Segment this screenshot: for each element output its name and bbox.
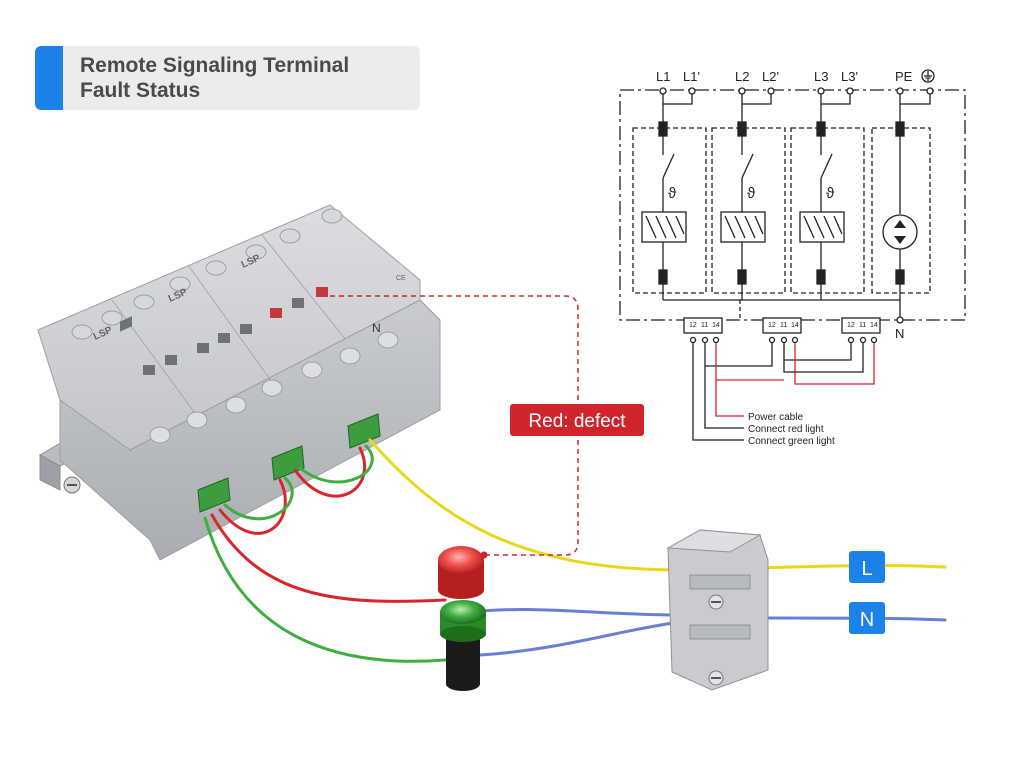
line-badge-n: N [849,602,885,634]
title-accent-bar [35,46,63,110]
svg-text:12: 12 [847,322,855,329]
n-terminal-marking: N [372,321,381,335]
defect-callout: Red: defect [330,295,644,559]
earth-symbol-icon [921,69,935,83]
schematic-frame [619,89,966,321]
terminal-label-l3: L3 [814,69,828,84]
terminal-block [666,529,769,691]
thermal-symbol: ϑ [826,185,835,202]
legend-power-cable: Power cable [748,412,803,423]
wire-blue-lamp [478,620,682,657]
module-2: ϑ [711,87,786,300]
contact-block-3: 12 11 14 [841,317,881,344]
terminal-label-l1: L1 [656,69,670,84]
signal-wiring [692,343,875,441]
svg-text:14: 14 [791,322,799,329]
wire-green-link-1 [223,476,294,521]
terminal-label-l2: L2 [735,69,749,84]
wire-red-lamp [210,513,447,603]
neutral-label: N [895,326,904,341]
line-badge-l: L [849,551,885,583]
status-windows [120,287,328,375]
svg-text:14: 14 [712,322,720,329]
wire-green-link-2 [298,444,374,484]
title-line-2: Fault Status [80,79,201,102]
svg-text:11: 11 [780,322,787,329]
svg-text:12: 12 [689,322,697,329]
green-terminal-connectors [197,413,381,513]
svg-text:14: 14 [870,322,878,329]
line-label-l: L [861,558,872,580]
legend-red-light: Connect red light [748,424,824,435]
thermal-symbol: ϑ [747,185,756,202]
red-indicator-lamp [438,546,484,599]
module-1: ϑ [632,87,707,300]
wire-red-link-2 [293,446,367,498]
wire-red-link-1 [218,478,287,535]
circuit-schematic: L1 L1' L2 L2' L3 L3' PE ϑ [619,69,966,447]
title-line-1: Remote Signaling Terminal [80,54,350,77]
wire-green-lamp [203,516,447,663]
terminal-label-l1p: L1' [683,69,700,84]
contact-block-1: 12 11 14 [683,317,723,344]
defect-label-box [510,404,644,436]
terminal-labels: L1 L1' L2 L2' L3 L3' PE [656,69,913,84]
terminal-label-l2p: L2' [762,69,779,84]
line-label-n: N [860,609,874,631]
ce-mark: CE [396,275,406,282]
schematic-legend: Power cable Connect red light Connect gr… [748,412,835,447]
surge-protector-device: LSP LSP LSP CE N [37,204,441,561]
page-title: Remote Signaling Terminal Fault Status [80,53,349,103]
svg-text:11: 11 [701,322,708,329]
green-indicator-lamp [440,600,486,691]
svg-text:12: 12 [768,322,776,329]
thermal-symbol: ϑ [668,185,677,202]
legend-green-light: Connect green light [748,436,835,447]
terminal-label-l3p: L3' [841,69,858,84]
terminal-label-pe: PE [895,69,913,84]
module-3: ϑ [790,87,865,300]
defect-label: Red: defect [528,411,626,432]
contact-block-2: 12 11 14 [762,317,802,344]
wire-yellow-power [368,438,947,572]
module-pe [871,87,934,320]
title-panel: Remote Signaling Terminal Fault Status [35,46,420,110]
defect-indicator-window-2 [316,287,328,297]
svg-text:11: 11 [859,322,866,329]
defect-indicator-window [270,308,282,318]
